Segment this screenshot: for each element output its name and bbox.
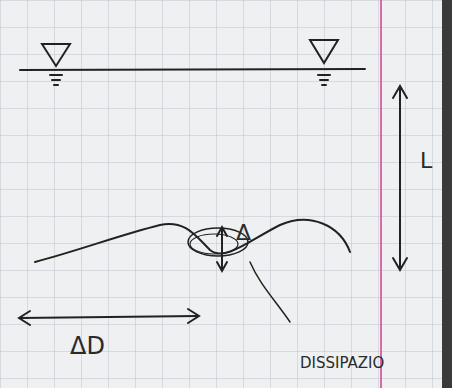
dissipation-note: DISSIPAZIO (300, 356, 384, 371)
length-label: L (420, 150, 432, 172)
delta-label: Δ (236, 222, 251, 244)
delta-d-label: ΔD (70, 334, 105, 358)
